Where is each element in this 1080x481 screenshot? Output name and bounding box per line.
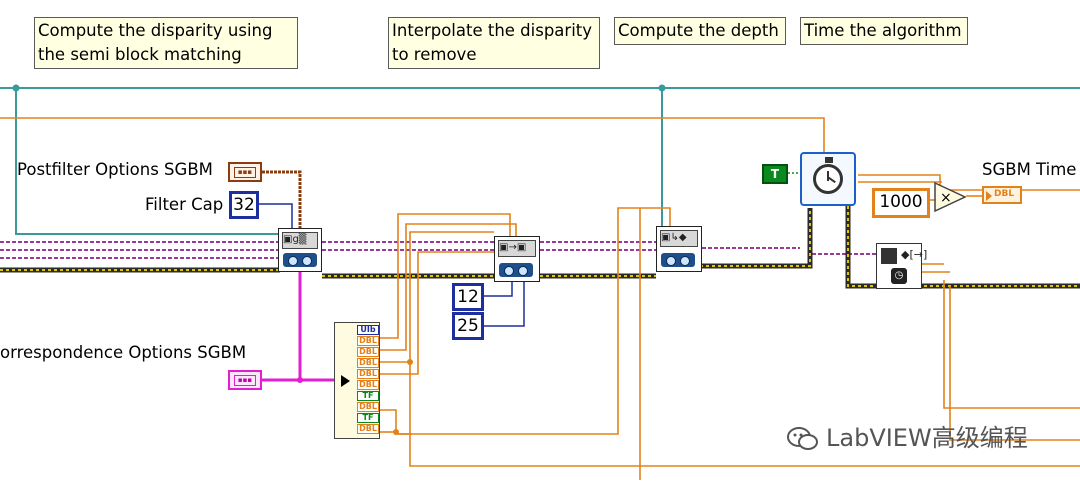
comment-line: to remove	[392, 45, 477, 64]
sgbm-time-indicator[interactable]: DBL	[982, 186, 1022, 204]
bundle-by-name-node[interactable]: UIb DBL DBL DBL DBL DBL TF DBL TF DBL	[334, 322, 380, 439]
bundle-row: DBL	[357, 380, 379, 390]
stopwatch-crown-icon	[825, 157, 833, 163]
subvi-header-icon: ▣→▣	[498, 240, 536, 257]
comment-time-algorithm[interactable]: Time the algorithm	[800, 17, 968, 45]
compute-depth-subvi[interactable]: ▣↳◆	[656, 226, 702, 272]
comment-line: Compute the disparity using	[38, 21, 273, 40]
dbl-wires-bundler[interactable]	[380, 207, 1080, 480]
correspondence-options-control[interactable]: ▪▪▪	[228, 370, 262, 390]
filter-cap-label: Filter Cap	[145, 195, 224, 214]
bundle-row: DBL	[357, 358, 379, 368]
multiply-node[interactable]: ×	[934, 182, 966, 212]
ms-factor-constant[interactable]: 1000	[872, 188, 930, 218]
watermark-text: LabVIEW高级编程	[826, 424, 1028, 452]
stereo-camera-icon	[661, 253, 695, 267]
subvi-header-icon: ▣↳◆	[660, 230, 698, 247]
comment-line: Compute the depth	[618, 21, 779, 40]
stereo-camera-icon	[499, 263, 533, 277]
wechat-icon	[787, 427, 818, 450]
comment-compute-depth[interactable]: Compute the depth	[614, 17, 786, 45]
interp-constant-b[interactable]: 25	[452, 312, 484, 340]
sgbm-time-label: SGBM Time	[982, 160, 1077, 179]
cluster-icon: ▪▪▪	[234, 375, 256, 386]
bundle-row: DBL	[357, 424, 379, 434]
subvi-header-icon: ▣g▒	[282, 232, 318, 249]
timing-icon	[881, 248, 897, 264]
bundle-arrow-icon	[341, 375, 350, 387]
bundle-row: UIb	[357, 325, 379, 335]
comment-line: Interpolate the disparity	[392, 21, 593, 40]
reference-wire[interactable]	[0, 87, 1080, 235]
image-wires[interactable]	[0, 241, 876, 259]
interpolate-disparity-subvi[interactable]: ▣→▣	[494, 236, 540, 282]
filter-cap-constant[interactable]: 32	[229, 191, 259, 219]
correspondence-cluster-wire[interactable]	[262, 272, 334, 382]
bracket-icon: ◆[→]	[901, 248, 928, 261]
indicator-arrow-icon	[986, 191, 992, 201]
svg-text:×: ×	[940, 190, 952, 206]
stopwatch-icon	[813, 164, 843, 194]
bundle-row: DBL	[357, 402, 379, 412]
watermark: LabVIEW高级编程	[786, 418, 1028, 453]
postfilter-cluster-wire[interactable]	[262, 170, 302, 228]
comment-line: Time the algorithm	[804, 21, 962, 40]
error-wire[interactable]	[0, 206, 1080, 289]
tick-count-node[interactable]: ◆[→] ◷	[876, 243, 927, 289]
postfilter-options-label: Postfilter Options SGBM	[17, 160, 213, 179]
postfilter-options-control[interactable]: ▪▪▪	[228, 162, 262, 182]
sgbm-disparity-subvi[interactable]: ▣g▒	[278, 228, 322, 272]
filter-cap-wire[interactable]	[258, 203, 293, 228]
interp-int-wires[interactable]	[484, 282, 525, 327]
indicator-type: DBL	[994, 189, 1015, 199]
comment-interpolate-disparity[interactable]: Interpolate the disparity to remove	[388, 17, 600, 69]
bundle-row: DBL	[357, 369, 379, 379]
cluster-icon: ▪▪▪	[234, 167, 256, 178]
bundle-row: DBL	[357, 336, 379, 346]
correspondence-options-label: orrespondence Options SGBM	[0, 343, 247, 362]
bundle-row: TF	[357, 413, 379, 423]
bundle-row: TF	[357, 391, 379, 401]
bundle-row: DBL	[357, 347, 379, 357]
comment-line: the semi block matching	[38, 45, 242, 64]
interp-constant-a[interactable]: 12	[452, 283, 484, 311]
clock-icon: ◷	[891, 268, 907, 284]
stereo-camera-icon	[283, 253, 317, 267]
elapsed-timer-node[interactable]	[800, 152, 856, 206]
true-constant[interactable]: T	[762, 164, 788, 184]
comment-compute-disparity[interactable]: Compute the disparity using the semi blo…	[34, 17, 298, 69]
